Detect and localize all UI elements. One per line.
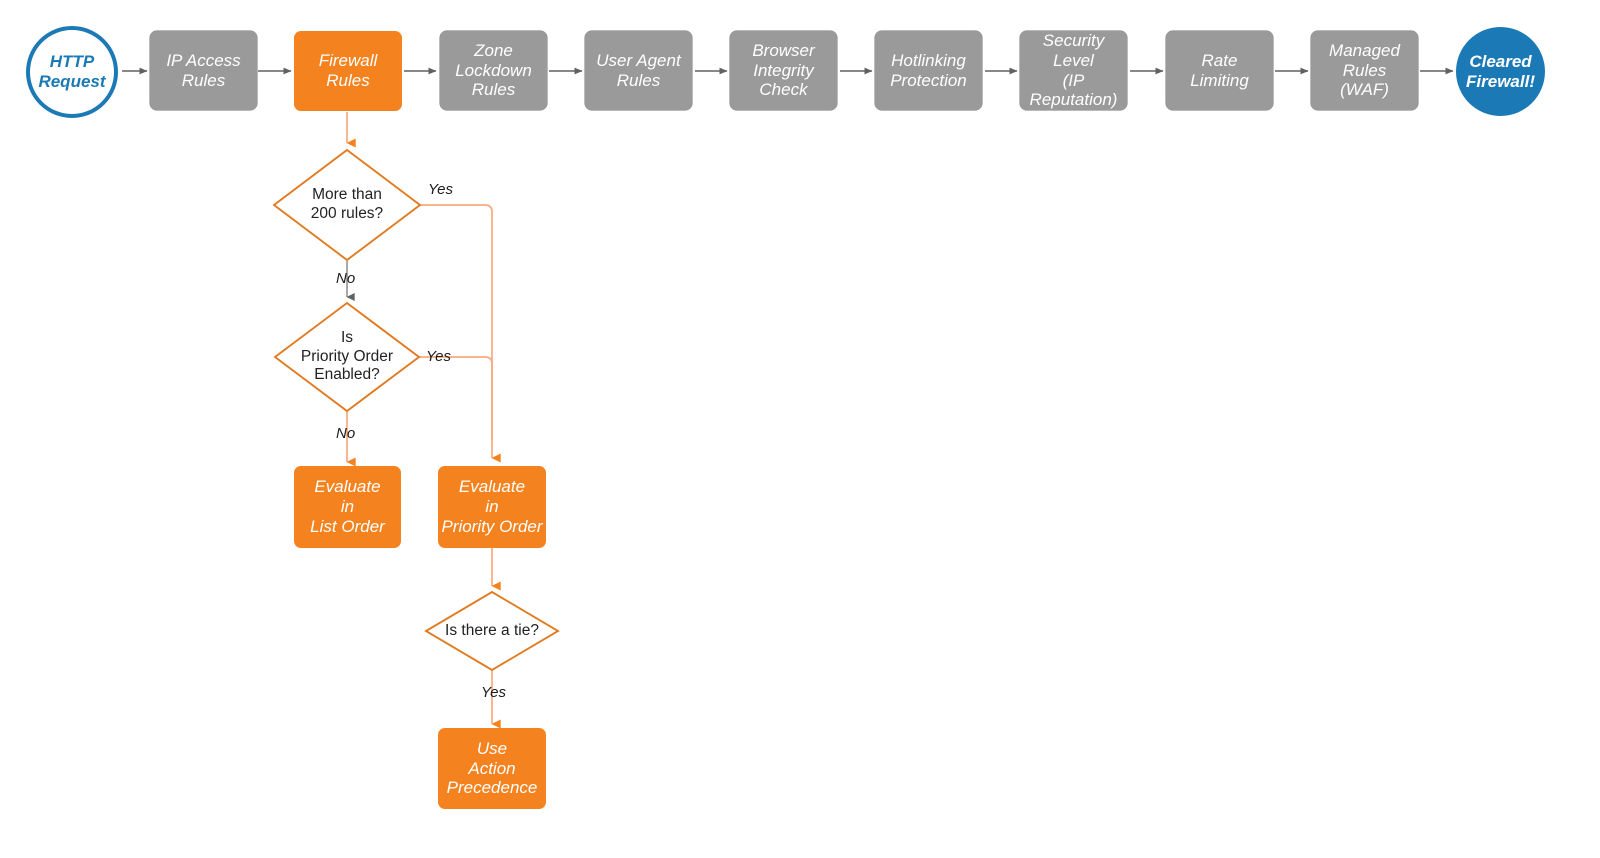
node-security-level[interactable]: Security Level (IP Reputation) xyxy=(1020,31,1127,110)
edge-decision1-yes xyxy=(420,204,501,463)
edge-label-more-than-200-yes: Yes xyxy=(428,181,454,198)
decision-label-is-there-a-tie[interactable]: Is there a tie? xyxy=(445,621,539,639)
node-rate-limiting[interactable]: Rate Limiting xyxy=(1166,31,1273,110)
node-use-action-precedence[interactable]: Use Action Precedence xyxy=(438,728,546,809)
edge-label-more-than-200-no: No xyxy=(336,270,356,287)
node-cleared-firewall[interactable]: Cleared Firewall! xyxy=(1456,27,1545,116)
node-hotlinking-protection[interactable]: Hotlinking Protection xyxy=(875,31,982,110)
edge-label-priority-order-no: No xyxy=(336,425,356,442)
node-evaluate-in-list-order[interactable]: Evaluate in List Order xyxy=(294,466,401,548)
node-user-agent-rules[interactable]: User Agent Rules xyxy=(585,31,692,110)
decision-label-priority-order[interactable]: Is Priority Order Enabled? xyxy=(300,329,394,384)
node-browser-integrity-check[interactable]: Browser Integrity Check xyxy=(730,31,837,110)
node-zone-lockdown-rules[interactable]: Zone Lockdown Rules xyxy=(440,31,547,110)
decision-label-more-than-200[interactable]: More than 200 rules? xyxy=(310,186,384,222)
node-firewall-rules[interactable]: Firewall Rules xyxy=(294,31,402,111)
node-evaluate-in-priority-order[interactable]: Evaluate in Priority Order xyxy=(438,466,546,548)
edge-label-priority-order-yes: Yes xyxy=(426,348,452,365)
node-http-request[interactable]: HTTP Request xyxy=(26,26,118,118)
edge-decision2-yes xyxy=(419,356,493,440)
node-ip-access-rules[interactable]: IP Access Rules xyxy=(150,31,257,110)
edge-label-tie-yes: Yes xyxy=(481,684,507,701)
node-managed-rules-waf[interactable]: Managed Rules (WAF) xyxy=(1311,31,1418,110)
